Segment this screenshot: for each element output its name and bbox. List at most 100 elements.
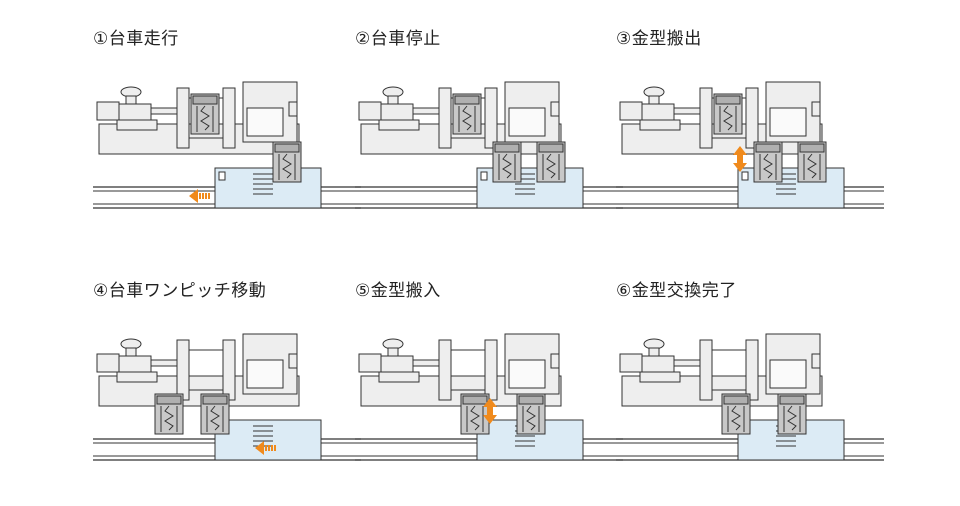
barrel (380, 355, 414, 373)
injection-unit (96, 353, 120, 373)
mold-cart (214, 419, 322, 461)
nozzle (673, 359, 703, 367)
mold-spring (282, 153, 292, 179)
mold-spring (164, 405, 174, 431)
mold-spring (546, 153, 556, 179)
mold (753, 141, 783, 183)
move-arrow (255, 441, 276, 455)
panel-step-5: ⑤金型搬入 (355, 276, 625, 506)
platen-moving (745, 87, 759, 149)
mold-cart (214, 167, 322, 209)
step-illustration (355, 81, 623, 209)
clamp-window (246, 107, 284, 137)
move-arrow (189, 189, 210, 203)
arrow-tail (205, 193, 207, 199)
arrow-tail (208, 193, 210, 199)
clamp-window (508, 107, 546, 137)
cart-body (476, 419, 584, 461)
barrel (118, 103, 152, 121)
arrow-shaft (487, 407, 493, 416)
mold-spring (731, 405, 741, 431)
clamp-window (246, 359, 284, 389)
step-caption: ④台車ワンピッチ移動 (93, 281, 267, 301)
step-caption: ⑥金型交換完了 (616, 281, 737, 301)
step-illustration (93, 333, 361, 461)
platen-fixed (176, 339, 190, 401)
arrow-tail (199, 193, 201, 199)
mold-spring (210, 405, 220, 431)
clamp-end (288, 353, 298, 369)
injection-unit (358, 101, 382, 121)
mold-top (799, 143, 825, 153)
arrow-tail (265, 445, 267, 451)
barrel (118, 355, 152, 373)
barrel (380, 103, 414, 121)
arrow-shaft (737, 155, 743, 164)
step-illustration (355, 333, 623, 461)
barrel-base (378, 371, 420, 383)
injection-unit (619, 101, 643, 121)
mold-top (454, 95, 480, 105)
mold (492, 141, 522, 183)
mold-spring (723, 105, 733, 131)
mold-top (779, 395, 805, 405)
arrow-head (733, 146, 747, 155)
panel-step-1: ①台車走行 (93, 24, 363, 254)
cart-lamp (218, 171, 226, 181)
mold-spring (470, 405, 480, 431)
mold-top (192, 95, 218, 105)
clamp-end (550, 353, 560, 369)
mold-top (715, 95, 741, 105)
mold-spring (200, 105, 210, 131)
molding-machine (96, 333, 300, 407)
mold (797, 141, 827, 183)
mold-top (202, 395, 228, 405)
clamp-end (288, 101, 298, 117)
barrel (641, 103, 675, 121)
mold (516, 393, 546, 435)
arrow-head (483, 398, 497, 407)
mold-spring (763, 153, 773, 179)
nozzle (412, 359, 442, 367)
mold-top (755, 143, 781, 153)
barrel-base (639, 119, 681, 131)
mold-top (538, 143, 564, 153)
nozzle (150, 359, 180, 367)
arrow-tail (202, 193, 204, 199)
clamp-window (769, 107, 807, 137)
arrow-head (483, 415, 497, 424)
mold (200, 393, 230, 435)
cart-lamp (741, 171, 749, 181)
clamp-window (508, 359, 546, 389)
step-caption: ②台車停止 (355, 29, 441, 49)
mold-top (518, 395, 544, 405)
platen-moving (484, 339, 498, 401)
arrow-tail (271, 445, 273, 451)
mold-top (274, 143, 300, 153)
panel-step-2: ②台車停止 (355, 24, 625, 254)
mold (154, 393, 184, 435)
arrow-tail (274, 445, 276, 451)
mold-top (723, 395, 749, 405)
panel-step-4: ④台車ワンピッチ移動 (93, 276, 363, 506)
platen-moving (222, 339, 236, 401)
mold-top (462, 395, 488, 405)
panel-step-6: ⑥金型交換完了 (616, 276, 886, 506)
nozzle (150, 107, 180, 115)
nozzle (673, 107, 703, 115)
mold (452, 93, 482, 135)
mold (777, 393, 807, 435)
mold (190, 93, 220, 135)
move-arrow (733, 146, 747, 172)
step-illustration (93, 81, 361, 209)
move-arrow (483, 398, 497, 424)
injection-unit (96, 101, 120, 121)
barrel-base (116, 371, 158, 383)
panel-step-3: ③金型搬出 (616, 24, 886, 254)
arrow-head (189, 189, 198, 203)
step-caption: ①台車走行 (93, 29, 179, 49)
mold (721, 393, 751, 435)
cart-body (214, 167, 322, 209)
mold-top (156, 395, 182, 405)
mold (272, 141, 302, 183)
